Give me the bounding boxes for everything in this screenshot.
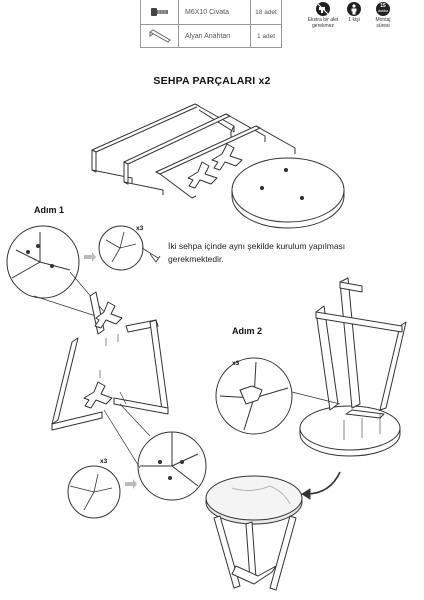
bracket-part-illustration bbox=[187, 161, 218, 189]
part-name: M6X10 Civata bbox=[179, 0, 251, 24]
info-label: süresi bbox=[376, 23, 390, 29]
person-info: 1 kişi bbox=[342, 2, 366, 23]
clock-icon: 15 dakika bbox=[376, 2, 390, 16]
detail-circle-step1 bbox=[6, 225, 80, 299]
no-power-tool-icon bbox=[316, 2, 330, 16]
step2-multiplier: x3 bbox=[232, 360, 240, 367]
step1-label: Adım 1 bbox=[34, 205, 65, 215]
part-qty: 18 adet bbox=[255, 8, 277, 16]
frame-step2 bbox=[315, 305, 339, 411]
part-name: Alyan Anahtarı bbox=[179, 24, 251, 48]
clock-badge-unit: dakika bbox=[377, 9, 389, 13]
step1-bottom-multiplier: x3 bbox=[100, 458, 108, 465]
parts-table: M6X10 Civata 18 adet Alyan Anahtarı 1 ad… bbox=[140, 0, 282, 48]
assembly-note: İki sehpa içinde aynı şekilde kurulum ya… bbox=[168, 241, 346, 264]
allen-key-icon bbox=[141, 24, 179, 48]
info-label: Montaj bbox=[375, 17, 391, 23]
info-label: Ekstra bir alet bbox=[307, 17, 339, 23]
step1-multiplier: x3 bbox=[136, 225, 144, 232]
tabletop-part-illustration bbox=[231, 157, 345, 223]
step2-label: Adım 2 bbox=[232, 326, 263, 336]
person-icon bbox=[347, 2, 361, 16]
frame-part-illustration bbox=[155, 125, 296, 199]
parts-row-bolt: M6X10 Civata 18 adet bbox=[141, 0, 281, 25]
clock-badge-number: 15 bbox=[380, 3, 386, 9]
frame-part-illustration bbox=[91, 103, 235, 183]
no-power-tool-info: Ekstra bir alet gerekmez bbox=[304, 2, 342, 29]
assembly-time-info: 15 dakika Montaj süresi bbox=[368, 2, 398, 29]
bolt-icon bbox=[141, 0, 179, 24]
parts-title: SEHPA PARÇALARI x2 bbox=[153, 75, 271, 87]
frame-part-illustration bbox=[123, 113, 266, 195]
info-label: 1 kişi bbox=[348, 17, 360, 23]
part-qty: 1 adet bbox=[256, 32, 276, 40]
info-label: gerekmez bbox=[312, 23, 334, 29]
parts-row-allen-key: Alyan Anahtarı 1 adet bbox=[141, 24, 281, 48]
bracket-part-illustration bbox=[211, 143, 243, 171]
